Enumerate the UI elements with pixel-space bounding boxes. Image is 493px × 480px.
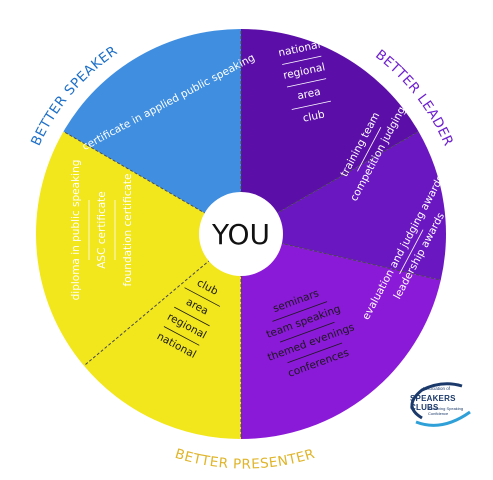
- better-presenter-text: BETTER PRESENTER: [173, 446, 316, 473]
- logo-line1: Association of: [422, 386, 451, 391]
- item-separator: [287, 342, 343, 364]
- wheel-dividers: [63, 29, 441, 439]
- divider-line: [240, 131, 419, 235]
- item-separator: [279, 321, 335, 343]
- segment-levels-top: [241, 29, 419, 234]
- item-separator: [286, 78, 327, 88]
- item-separator: [291, 100, 331, 110]
- logo-line2: SPEAKERS CLUBS: [410, 394, 456, 412]
- segment-presenter-levels: [36, 131, 242, 366]
- logo-line3: Achieving Speaking Confidence: [428, 406, 464, 416]
- better-presenter-label: BETTER PRESENTER: [173, 446, 317, 473]
- item-separator: [282, 55, 322, 65]
- segment-item: club: [302, 108, 326, 124]
- speakers-clubs-logo: Association of SPEAKERS CLUBS Achieving …: [392, 378, 484, 438]
- divider-line: [63, 131, 242, 235]
- center-label: YOU: [211, 218, 270, 251]
- segment-item: foundation certificate: [122, 174, 134, 287]
- segment-speaker-diplomas: [63, 29, 242, 234]
- item-separator: [184, 287, 221, 307]
- segment-item: area: [296, 86, 321, 103]
- item-separator: [399, 229, 424, 275]
- segment-presenter-events: [83, 234, 241, 439]
- item-separator: [357, 127, 382, 172]
- segment-item: ASC certificate: [96, 191, 108, 269]
- segment-leader-training: [241, 131, 446, 281]
- item-separator: [163, 326, 200, 346]
- wheel-segments: [36, 29, 446, 440]
- divider-line: [240, 233, 441, 281]
- logo-swoosh-icon: [410, 382, 471, 427]
- item-separator: [272, 301, 328, 322]
- segment-labels-speaker-diplomas: diploma in public speaking ASC certificat…: [70, 160, 134, 301]
- segment-item: diploma in public speaking: [70, 160, 82, 301]
- divider-line: [83, 233, 242, 367]
- segment-leader-awards: [241, 234, 441, 440]
- item-separator: [174, 306, 210, 327]
- center-circle: [199, 192, 283, 276]
